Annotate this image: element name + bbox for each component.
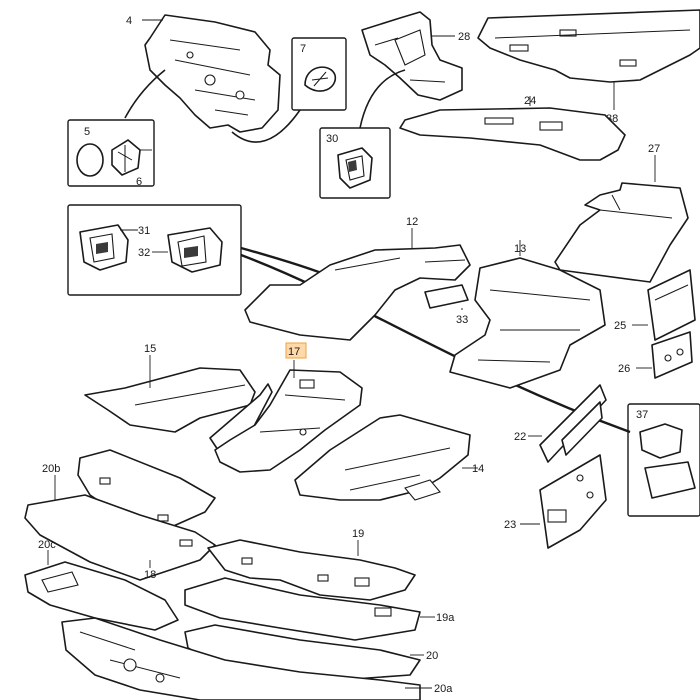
callout-28: 28: [458, 31, 470, 43]
part-17-tunnel-mat: [214, 369, 363, 473]
part-15-side-mat: [84, 367, 273, 451]
callout-26: 26: [618, 363, 630, 375]
callout-24: 24: [524, 95, 536, 107]
callout-25: 25: [614, 320, 626, 332]
part-28-tunnel-cover: [361, 11, 463, 101]
part-27-rear-floor-mat: [554, 182, 689, 283]
callout-14: 14: [472, 463, 484, 475]
callout-4: 4: [126, 15, 132, 27]
callout-22: 22: [514, 431, 526, 443]
callout-12: 12: [406, 216, 418, 228]
part-20c-insulation: [24, 561, 179, 631]
part-20a-insulation: [61, 617, 421, 700]
callout-19a: 19a: [436, 612, 455, 624]
detail-box-5-6: [67, 119, 155, 187]
callout-6: 6: [136, 176, 142, 188]
part-25-panel: [647, 269, 696, 341]
callout-18: 18: [144, 569, 156, 581]
part-33-pad: [424, 284, 469, 309]
callout-37: 37: [636, 409, 648, 421]
callout-17: 17: [288, 346, 300, 358]
callout-30: 30: [326, 133, 338, 145]
part-19-insulation: [207, 539, 416, 601]
part-12-front-mat: [244, 244, 471, 341]
callout-23: 23: [504, 519, 516, 531]
callout-17-highlight[interactable]: 17: [285, 342, 307, 359]
part-13-main-carpet: [449, 257, 606, 389]
callout-13: 13: [514, 243, 526, 255]
detail-box-7: [291, 37, 347, 111]
callout-5: 5: [84, 126, 90, 138]
callout-33: 33: [456, 314, 468, 326]
detail-box-31-32: [67, 204, 242, 296]
detail-box-37: [627, 403, 700, 517]
part-38-rear-strip: [477, 9, 700, 83]
callout-20a: 20a: [434, 683, 453, 695]
part-20b-insulation: [77, 449, 216, 533]
callout-27: 27: [648, 143, 660, 155]
part-26-panel: [651, 331, 693, 379]
part-14-right-mat: [294, 414, 471, 501]
detail-box-30: [319, 127, 391, 199]
part-23-side-panel: [539, 454, 607, 549]
callout-19: 19: [352, 528, 364, 540]
part-18-mat: [24, 494, 216, 581]
callout-32: 32: [138, 247, 150, 259]
part-24-cover: [399, 107, 626, 161]
part-4-bulkhead-insulation: [144, 14, 281, 133]
highlight-box: [285, 342, 307, 359]
callout-20c: 20c: [38, 539, 56, 551]
callout-20b: 20b: [42, 463, 60, 475]
callout-15: 15: [144, 343, 156, 355]
callout-31: 31: [138, 225, 150, 237]
part-22-side-panel: [539, 384, 607, 463]
part-19a-insulation: [184, 577, 421, 641]
callout-7: 7: [300, 43, 306, 55]
callout-20: 20: [426, 650, 438, 662]
